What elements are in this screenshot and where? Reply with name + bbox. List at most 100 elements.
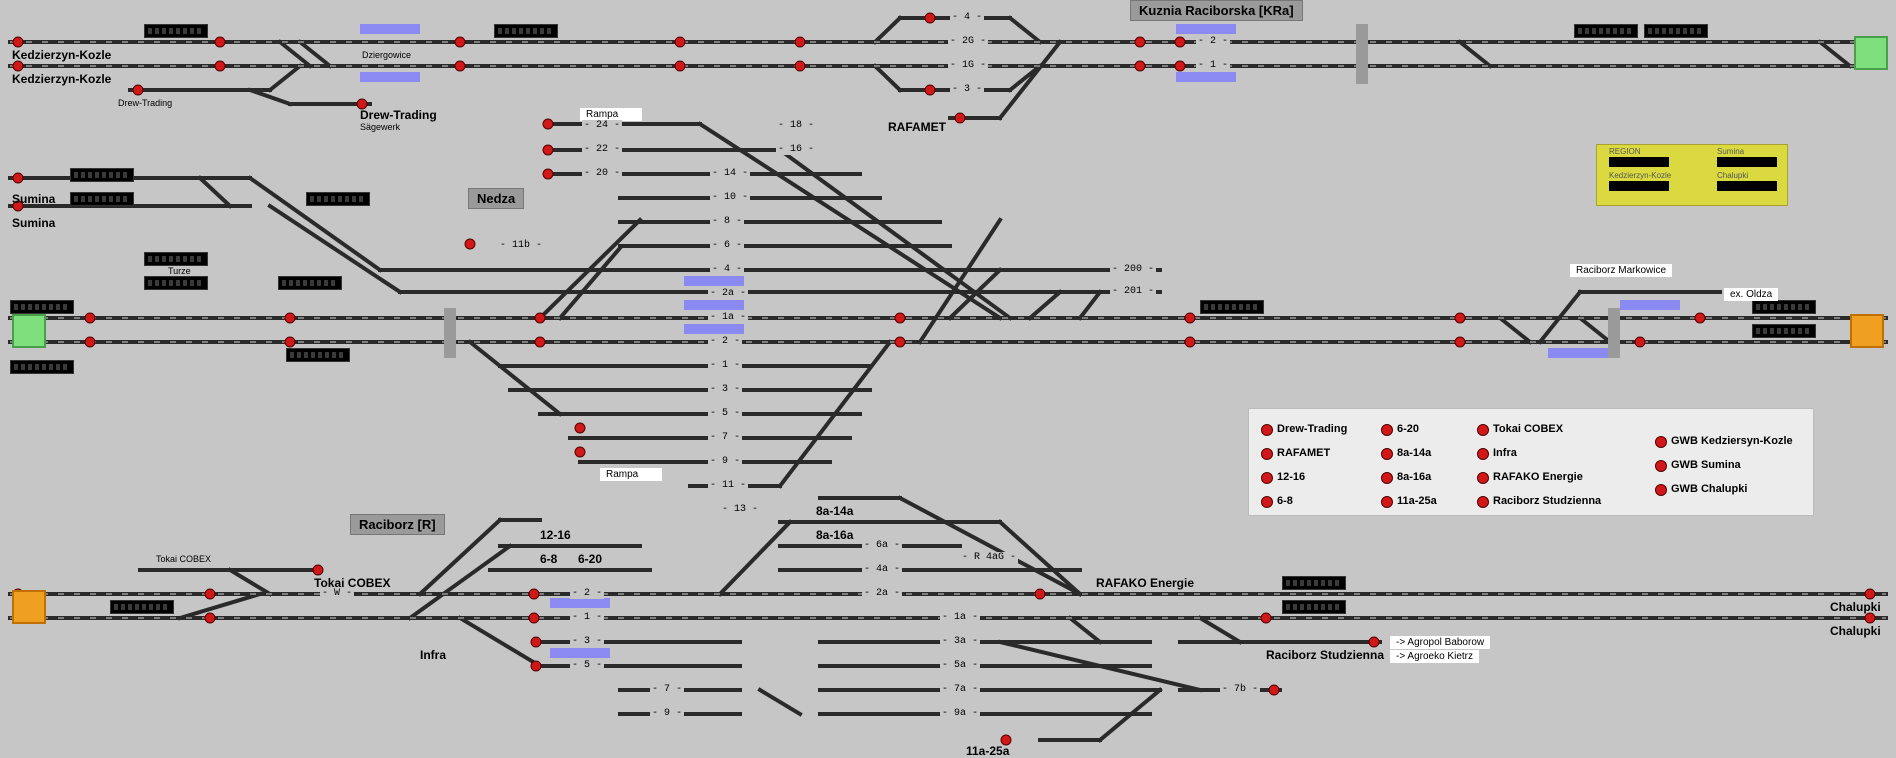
occupied-block (360, 24, 420, 34)
region-kedzierzyn-box (1609, 181, 1669, 191)
label-8a-16a: 8a-16a (816, 528, 854, 542)
label-6-20: 6-20 (578, 552, 603, 566)
track-label[interactable]: - 22 - (582, 144, 623, 155)
track-label[interactable]: - 9 - (708, 456, 743, 467)
track-label[interactable]: - 1 - (570, 612, 605, 623)
track-label[interactable]: - 1G - (948, 60, 989, 71)
track-label[interactable]: - 1a - (708, 312, 749, 323)
track-label[interactable]: - 1 - (1196, 60, 1231, 71)
track-label[interactable]: - 3 - (570, 636, 605, 647)
track-label[interactable]: - 200 - (1110, 264, 1157, 275)
axle-counter (144, 252, 208, 266)
label-drew-trading-small: Drew-Trading (118, 98, 173, 108)
track-label[interactable]: - 5a - (940, 660, 981, 671)
track-label[interactable]: - 7 - (708, 432, 743, 443)
track-label[interactable]: - 5 - (708, 408, 743, 419)
legend-item[interactable]: 11a-25a (1381, 495, 1437, 508)
track-label[interactable]: - 8 - (710, 216, 745, 227)
region-chalupki-box (1717, 181, 1777, 191)
track-label[interactable]: - 9 - (650, 708, 685, 719)
track-label[interactable]: - 2a - (708, 288, 749, 299)
legend-item[interactable]: Infra (1477, 447, 1517, 460)
track-label[interactable]: - 4 - (710, 264, 745, 275)
label-dziergowice: Dziergowice (362, 50, 412, 60)
legend-item[interactable]: 8a-14a (1381, 447, 1431, 460)
region-panel[interactable]: REGION Sumina Kedzierzyn-Kozle Chalupki (1596, 144, 1788, 206)
track-label[interactable]: - R 4aG - (960, 552, 1019, 563)
track-label[interactable]: - 7b - (1220, 684, 1261, 695)
station-nedza[interactable]: Nedza (468, 188, 525, 209)
terminal-kedzierzyn[interactable] (1854, 36, 1888, 70)
label-chalupki-1: Chalupki (1830, 600, 1881, 614)
occupied-block (684, 324, 744, 334)
label-sumina-1: Sumina (12, 192, 56, 206)
terminal-raciborz-west[interactable] (12, 590, 46, 624)
terminal-sumina[interactable] (12, 314, 46, 348)
label-rampa-2: Rampa (600, 468, 662, 481)
label-sumina-2: Sumina (12, 216, 56, 230)
occupied-block (684, 276, 744, 286)
track-label[interactable]: - 10 - (710, 192, 751, 203)
legend-item[interactable]: 12-16 (1261, 471, 1305, 484)
legend-item[interactable]: GWB Chalupki (1655, 483, 1747, 496)
track-label[interactable]: - 16 - (776, 144, 817, 155)
track-label[interactable]: - 3 - (708, 384, 743, 395)
track-label[interactable]: - 7a - (940, 684, 981, 695)
region-chalupki: Chalupki (1717, 171, 1749, 180)
track-label[interactable]: - 6a - (862, 540, 903, 551)
axle-counter (10, 360, 74, 374)
track-label[interactable]: - 2a - (862, 588, 903, 599)
track-label[interactable]: - 5 - (570, 660, 605, 671)
track-label[interactable]: - 2 - (570, 588, 605, 599)
label-6-8: 6-8 (540, 552, 558, 566)
track-label[interactable]: - 1 - (708, 360, 743, 371)
track-label[interactable]: - 14 - (710, 168, 751, 179)
region-sumina-box (1717, 157, 1777, 167)
terminal-ex-oldza[interactable] (1850, 314, 1884, 348)
station-raciborz[interactable]: Raciborz [R] (350, 514, 445, 535)
label-raciborz-studzienna: Raciborz Studzienna (1266, 648, 1385, 662)
track-label[interactable]: - 3a - (940, 636, 981, 647)
legend-item[interactable]: RAFAKO Energie (1477, 471, 1583, 484)
track-label[interactable]: - 2 - (1196, 36, 1231, 47)
track-label[interactable]: - 11 - (708, 480, 749, 491)
axle-counter (70, 192, 134, 206)
axle-counter (1282, 600, 1346, 614)
track-label[interactable]: - 18 - (776, 120, 817, 131)
track-label[interactable]: - 2G - (948, 36, 989, 47)
track-label[interactable]: - 7 - (650, 684, 685, 695)
track-label[interactable]: - 6 - (710, 240, 745, 251)
label-drew-trading: Drew-Trading (360, 108, 437, 122)
label-agropol: -> Agropol Baborow (1390, 636, 1491, 649)
track-label[interactable]: - 11b - (498, 240, 545, 251)
track-label[interactable]: - 201 - (1110, 286, 1157, 297)
track-label[interactable]: - 3 - (950, 84, 985, 95)
track-label[interactable]: - 13 - (720, 504, 761, 515)
track-label[interactable]: - W - (320, 588, 355, 599)
legend-item[interactable]: 6-8 (1261, 495, 1293, 508)
legend-item[interactable]: 6-20 (1381, 423, 1419, 436)
occupied-block (684, 300, 744, 310)
legend-item[interactable]: Drew-Trading (1261, 423, 1347, 436)
track-label[interactable]: - 4 - (950, 12, 985, 23)
region-counter (1609, 157, 1669, 167)
label-ex-oldza: ex. Oldza (1724, 288, 1779, 301)
legend-item[interactable]: Raciborz Studzienna (1477, 495, 1601, 508)
label-11a-25a: 11a-25a (966, 744, 1010, 758)
legend-item[interactable]: RAFAMET (1261, 447, 1330, 460)
legend-item[interactable]: 8a-16a (1381, 471, 1431, 484)
track-label[interactable]: - 20 - (582, 168, 623, 179)
legend-item[interactable]: GWB Sumina (1655, 459, 1741, 472)
label-sagewerk: Sägewerk (360, 122, 401, 132)
track-label[interactable]: - 1a - (940, 612, 981, 623)
label-agroeko: -> Agroeko Kietrz (1390, 650, 1479, 663)
track-label[interactable]: - 24 - (582, 120, 623, 131)
legend-item[interactable]: GWB Kedziersyn-Kozle (1655, 435, 1793, 448)
track-label[interactable]: - 9a - (940, 708, 981, 719)
track-label[interactable]: - 4a - (862, 564, 903, 575)
station-kuznia[interactable]: Kuznia Raciborska [KRa] (1130, 0, 1303, 21)
axle-counter (70, 168, 134, 182)
track-label[interactable]: - 2 - (708, 336, 743, 347)
legend-item[interactable]: Tokai COBEX (1477, 423, 1563, 436)
occupied-block (1620, 300, 1680, 310)
